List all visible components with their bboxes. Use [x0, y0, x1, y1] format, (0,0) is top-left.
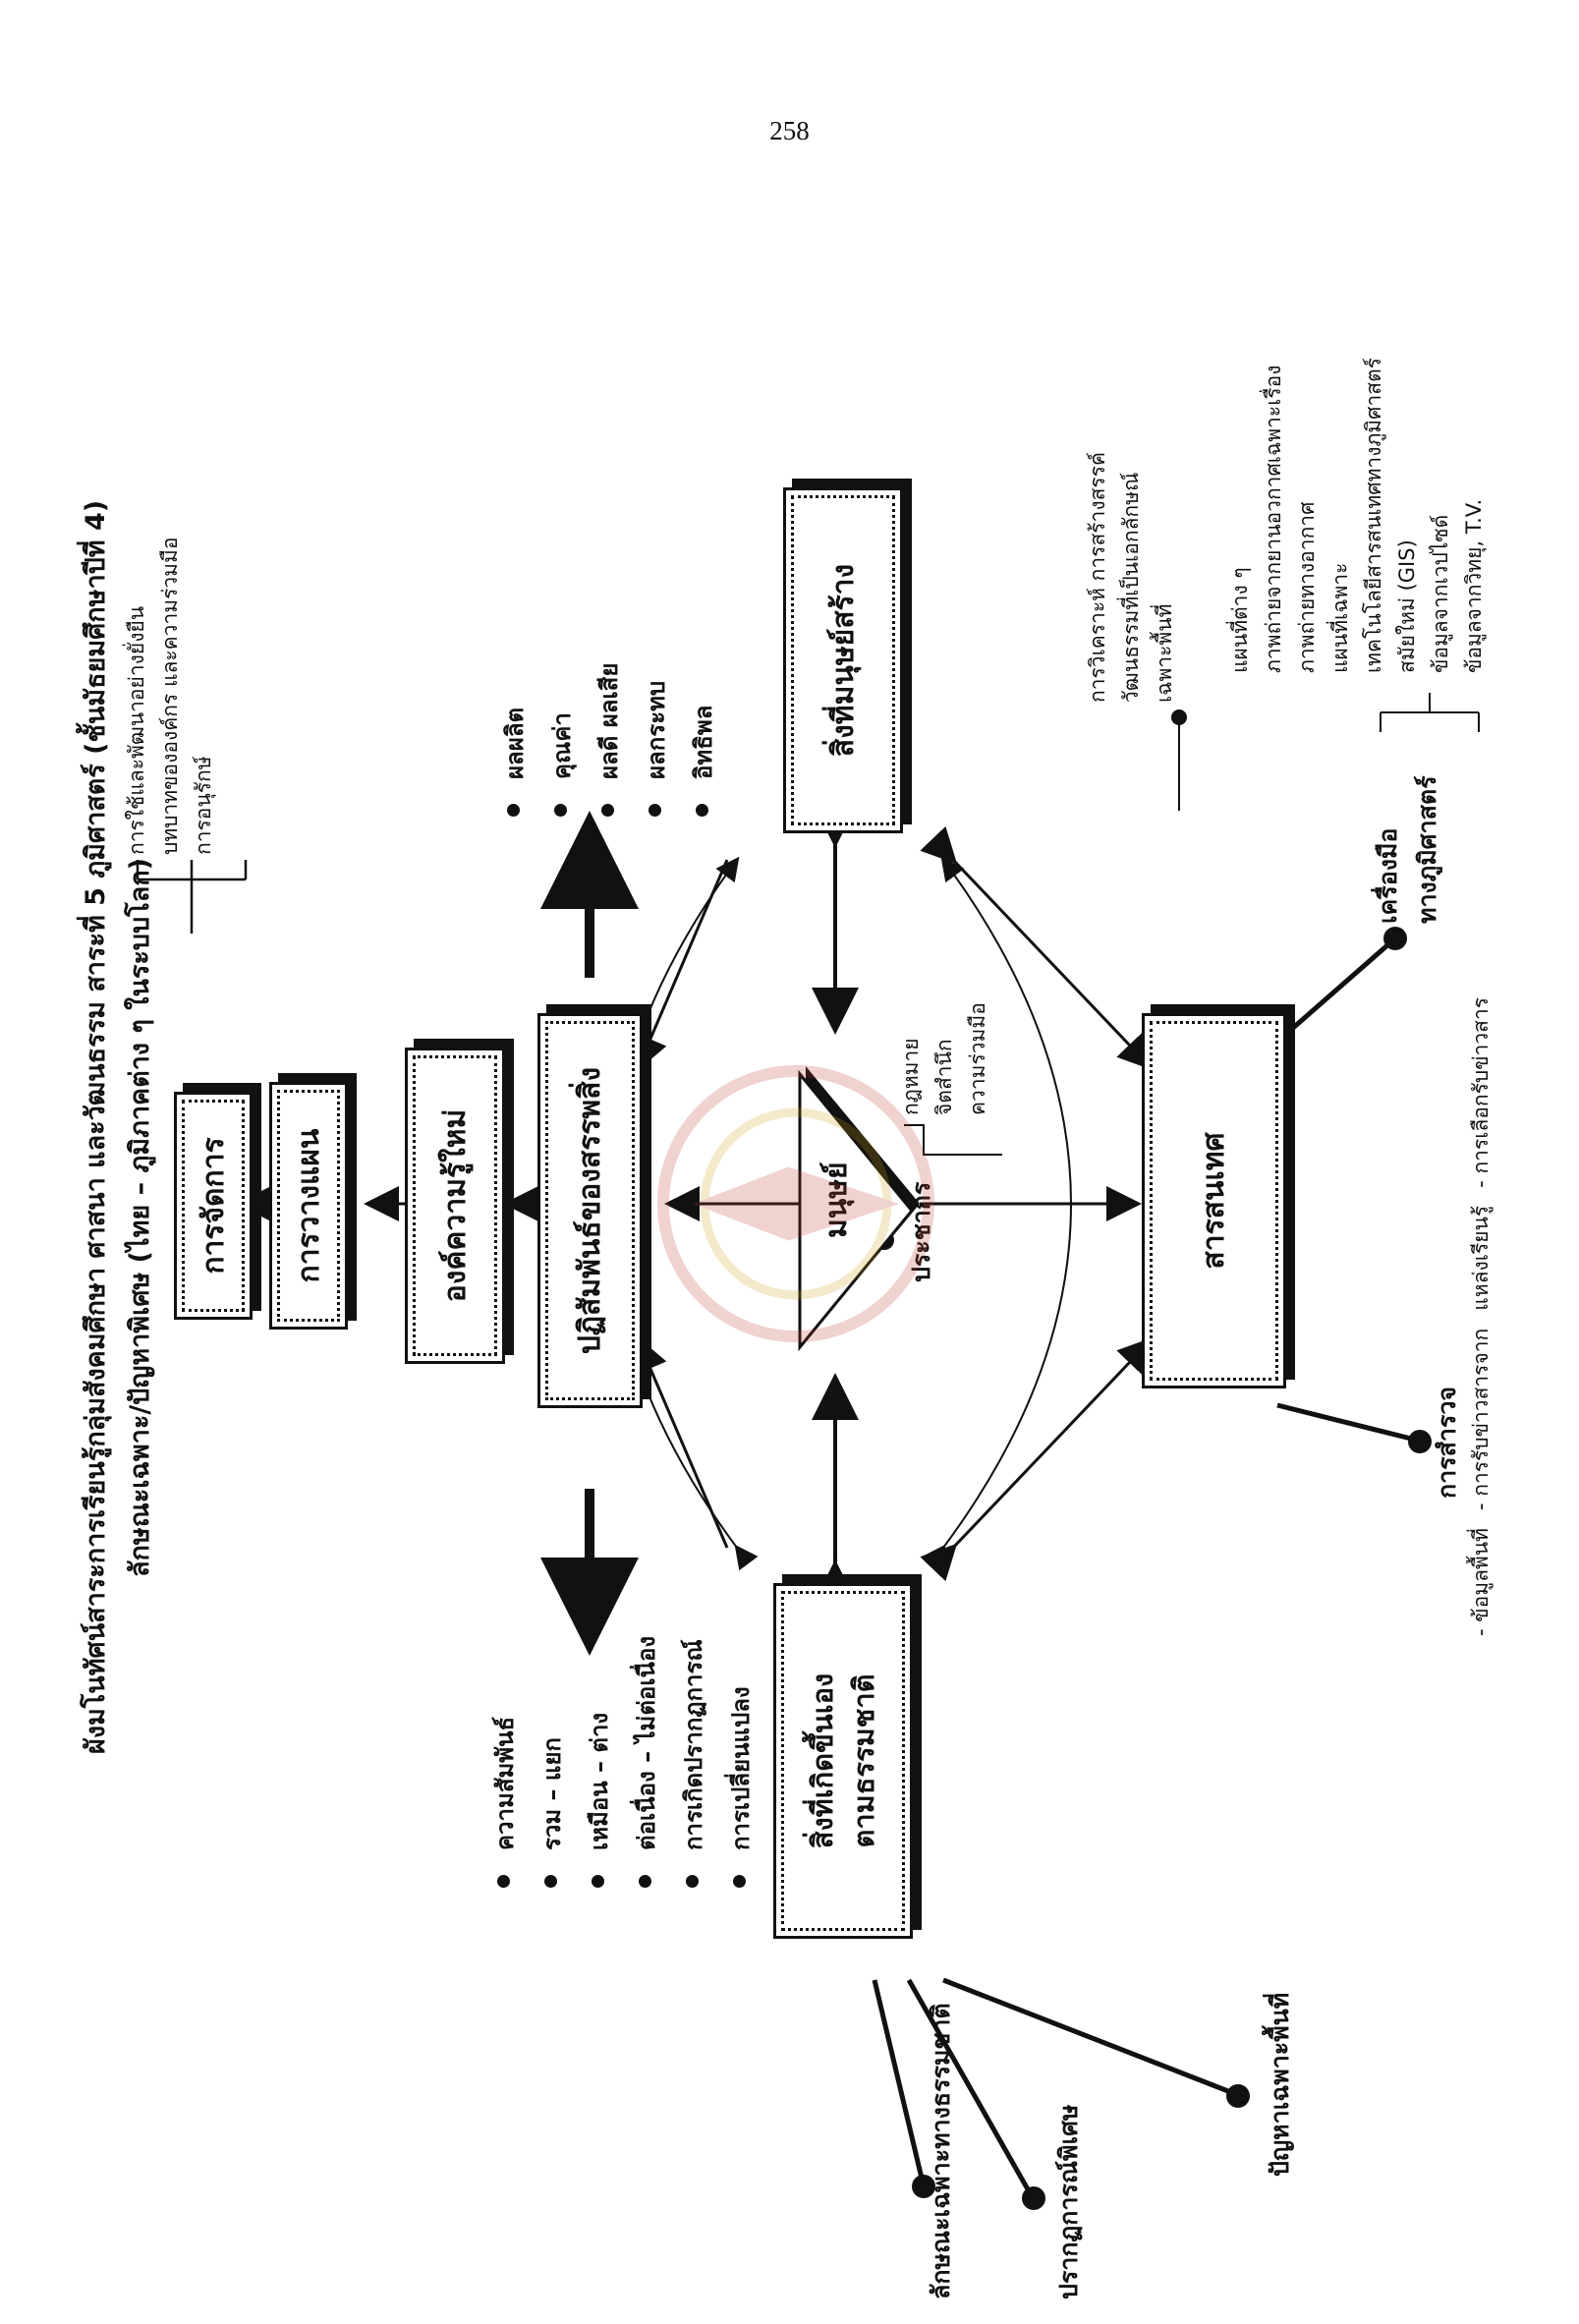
interaction-left-items: ความสัมพันธ์ รวม – แยก เหมือน – ต่าง ต่อ… [481, 1636, 764, 1892]
survey-item: - การเลือกรับข่าวสาร [1469, 996, 1493, 1188]
interaction-left-item: ความสัมพันธ์ [481, 1636, 529, 1892]
diagram-subtitle: ลักษณะเฉพาะ/ปัญหาพิเศษ (ไทย – ภูมิภาคต่า… [125, 858, 155, 1577]
survey-items: - ข้อมูลพื้นที่ - การรับข่าวสารจาก แหล่ง… [1464, 997, 1497, 1636]
node-natural-line-1: สิ่งที่เกิดขึ้นเอง [805, 1672, 839, 1849]
node-interaction: ปฏิสัมพันธ์ของสรรพสิ่ง [545, 1021, 635, 1400]
node-manmade: สิ่งที่มนุษย์สร้าง [791, 495, 895, 825]
geo-tools-item: ภาพถ่ายจากยานอวกาศเฉพาะเรื่อง [1262, 365, 1285, 673]
diagram-title: ผังมโนทัศน์สาระการเรียนรู้กลุ่มสังคมศึกษ… [81, 499, 111, 1754]
node-natural: สิ่งที่เกิดขึ้นเอง ตามธรรมชาติ [781, 1591, 905, 1931]
geo-tools-label-2: ทางภูมิศาสตร์ [1413, 775, 1441, 924]
concept-map-canvas: ผังมโนทัศน์สาระการเรียนรู้กลุ่มสังคมศึกษ… [59, 93, 1513, 2324]
interaction-left-item: รวม – แยก [529, 1636, 576, 1892]
survey-item: - การรับข่าวสารจาก [1469, 1328, 1493, 1511]
connector-lines [136, 693, 1480, 2210]
interaction-left-item: เหมือน – ต่าง [576, 1636, 623, 1892]
management-item: บทบาทขององค์กร และความร่วมมือ [158, 537, 182, 855]
manmade-note-line: วัฒนธรรมที่เป็นเอกลักษณ์ [1119, 472, 1143, 703]
interaction-left-item: การเกิดปรากฏการณ์ [670, 1636, 717, 1892]
geo-tools-item: ข้อมูลจากเวปไซด์ [1429, 514, 1452, 673]
population-item: ความร่วมมือ [966, 1002, 989, 1115]
lead-dot-natural-3 [1226, 2084, 1250, 2108]
survey-label: การสำรวจ [1433, 1386, 1461, 1499]
manmade-note: การวิเคราะห์ การสร้างสรรค์ วัฒนธรรมที่เป… [1081, 452, 1181, 703]
geo-tools-label-1: เครื่องมือ [1374, 827, 1402, 924]
interaction-left-item: การเปลี่ยนแปลง [717, 1636, 764, 1892]
management-item: การใช้และพัฒนาอย่างยั่งยืน [125, 605, 148, 855]
natural-feature-1: ลักษณะเฉพาะทางธรรมชาติ [927, 2003, 955, 2299]
manmade-note-line: เฉพาะพื้นที่ [1153, 603, 1176, 703]
lead-dot-tools [1383, 927, 1407, 950]
lead-dot-natural-2 [1022, 2186, 1045, 2210]
interaction-right-item: อิทธิพล [680, 663, 727, 821]
human-triangle [798, 1066, 920, 1351]
interaction-right-items: ผลผลิต คุณค่า ผลดี ผลเสีย ผลกระทบ อิทธิพ… [491, 663, 727, 821]
geo-tools-items: แผนที่ต่าง ๆ ภาพถ่ายจากยานอวกาศเฉพาะเรื่… [1223, 358, 1491, 673]
lead-line-natural-3 [942, 1977, 1234, 2096]
geo-tools-item: ภาพถ่ายทางอากาศ [1295, 501, 1319, 673]
natural-feature-2: ปรากฏการณ์พิเศษ [1054, 2104, 1083, 2299]
node-planning: การวางแผน [277, 1090, 340, 1322]
geo-tools-item: เทคโนโลยีสารสนเทศทางภูมิศาสตร์ [1362, 358, 1385, 673]
survey-item: - ข้อมูลพื้นที่ [1469, 1528, 1493, 1636]
geo-tools-item: สมัยใหม่ (GIS) [1395, 539, 1419, 673]
lead-dot-survey [1408, 1430, 1432, 1453]
interaction-right-item: คุณค่า [538, 663, 586, 821]
geo-tools-item: แผนที่ต่าง ๆ [1228, 567, 1252, 673]
seal-watermark-icon [657, 1065, 934, 1342]
tools-bracket [1380, 693, 1480, 732]
management-item: การอนุรักษ์ [192, 756, 215, 855]
population-bracket [904, 1124, 1002, 1156]
node-information: สารสนเทศ [1150, 1021, 1278, 1381]
management-bracket [136, 860, 248, 934]
survey-item: แหล่งเรียนรู้ [1469, 1205, 1493, 1311]
manmade-note-line: การวิเคราะห์ การสร้างสรรค์ [1086, 451, 1109, 703]
arrow-manmade-information [920, 825, 1155, 1071]
interaction-right-item: ผลกระทบ [633, 663, 680, 821]
lead-line-survey [1276, 1402, 1416, 1443]
interaction-right-item: ผลผลิต [491, 663, 538, 821]
page-number: 258 [769, 116, 810, 145]
lead-line-tools [1275, 936, 1397, 1044]
node-new-knowledge: องค์ความรู้ใหม่ [413, 1055, 497, 1356]
lead-dot-natural-1 [912, 2175, 935, 2198]
node-management: การจัดการ [182, 1100, 245, 1312]
lead-line-natural-2 [906, 1978, 1035, 2198]
interaction-left-item: ต่อเนื่อง – ไม่ต่อเนื่อง [623, 1636, 670, 1892]
arc-bottom [922, 856, 1072, 1571]
management-items: การใช้และพัฒนาอย่างยั่งยืน บทบาทขององค์ก… [120, 538, 220, 855]
lead-dot-manmade [1171, 709, 1187, 725]
lead-line-natural-1 [872, 1979, 927, 2187]
node-natural-line-2: ตามธรรมชาติ [847, 1673, 880, 1848]
arrow-natural-information [920, 1336, 1155, 1582]
natural-feature-3: ปัญหาเฉพาะพื้นที่ [1266, 1992, 1294, 2177]
interaction-right-item: ผลดี ผลเสีย [586, 663, 633, 821]
geo-tools-item: ข้อมูลจากวิทยุ, T.V. [1462, 498, 1486, 673]
geo-tools-item: แผนที่เฉพาะ [1328, 562, 1352, 673]
